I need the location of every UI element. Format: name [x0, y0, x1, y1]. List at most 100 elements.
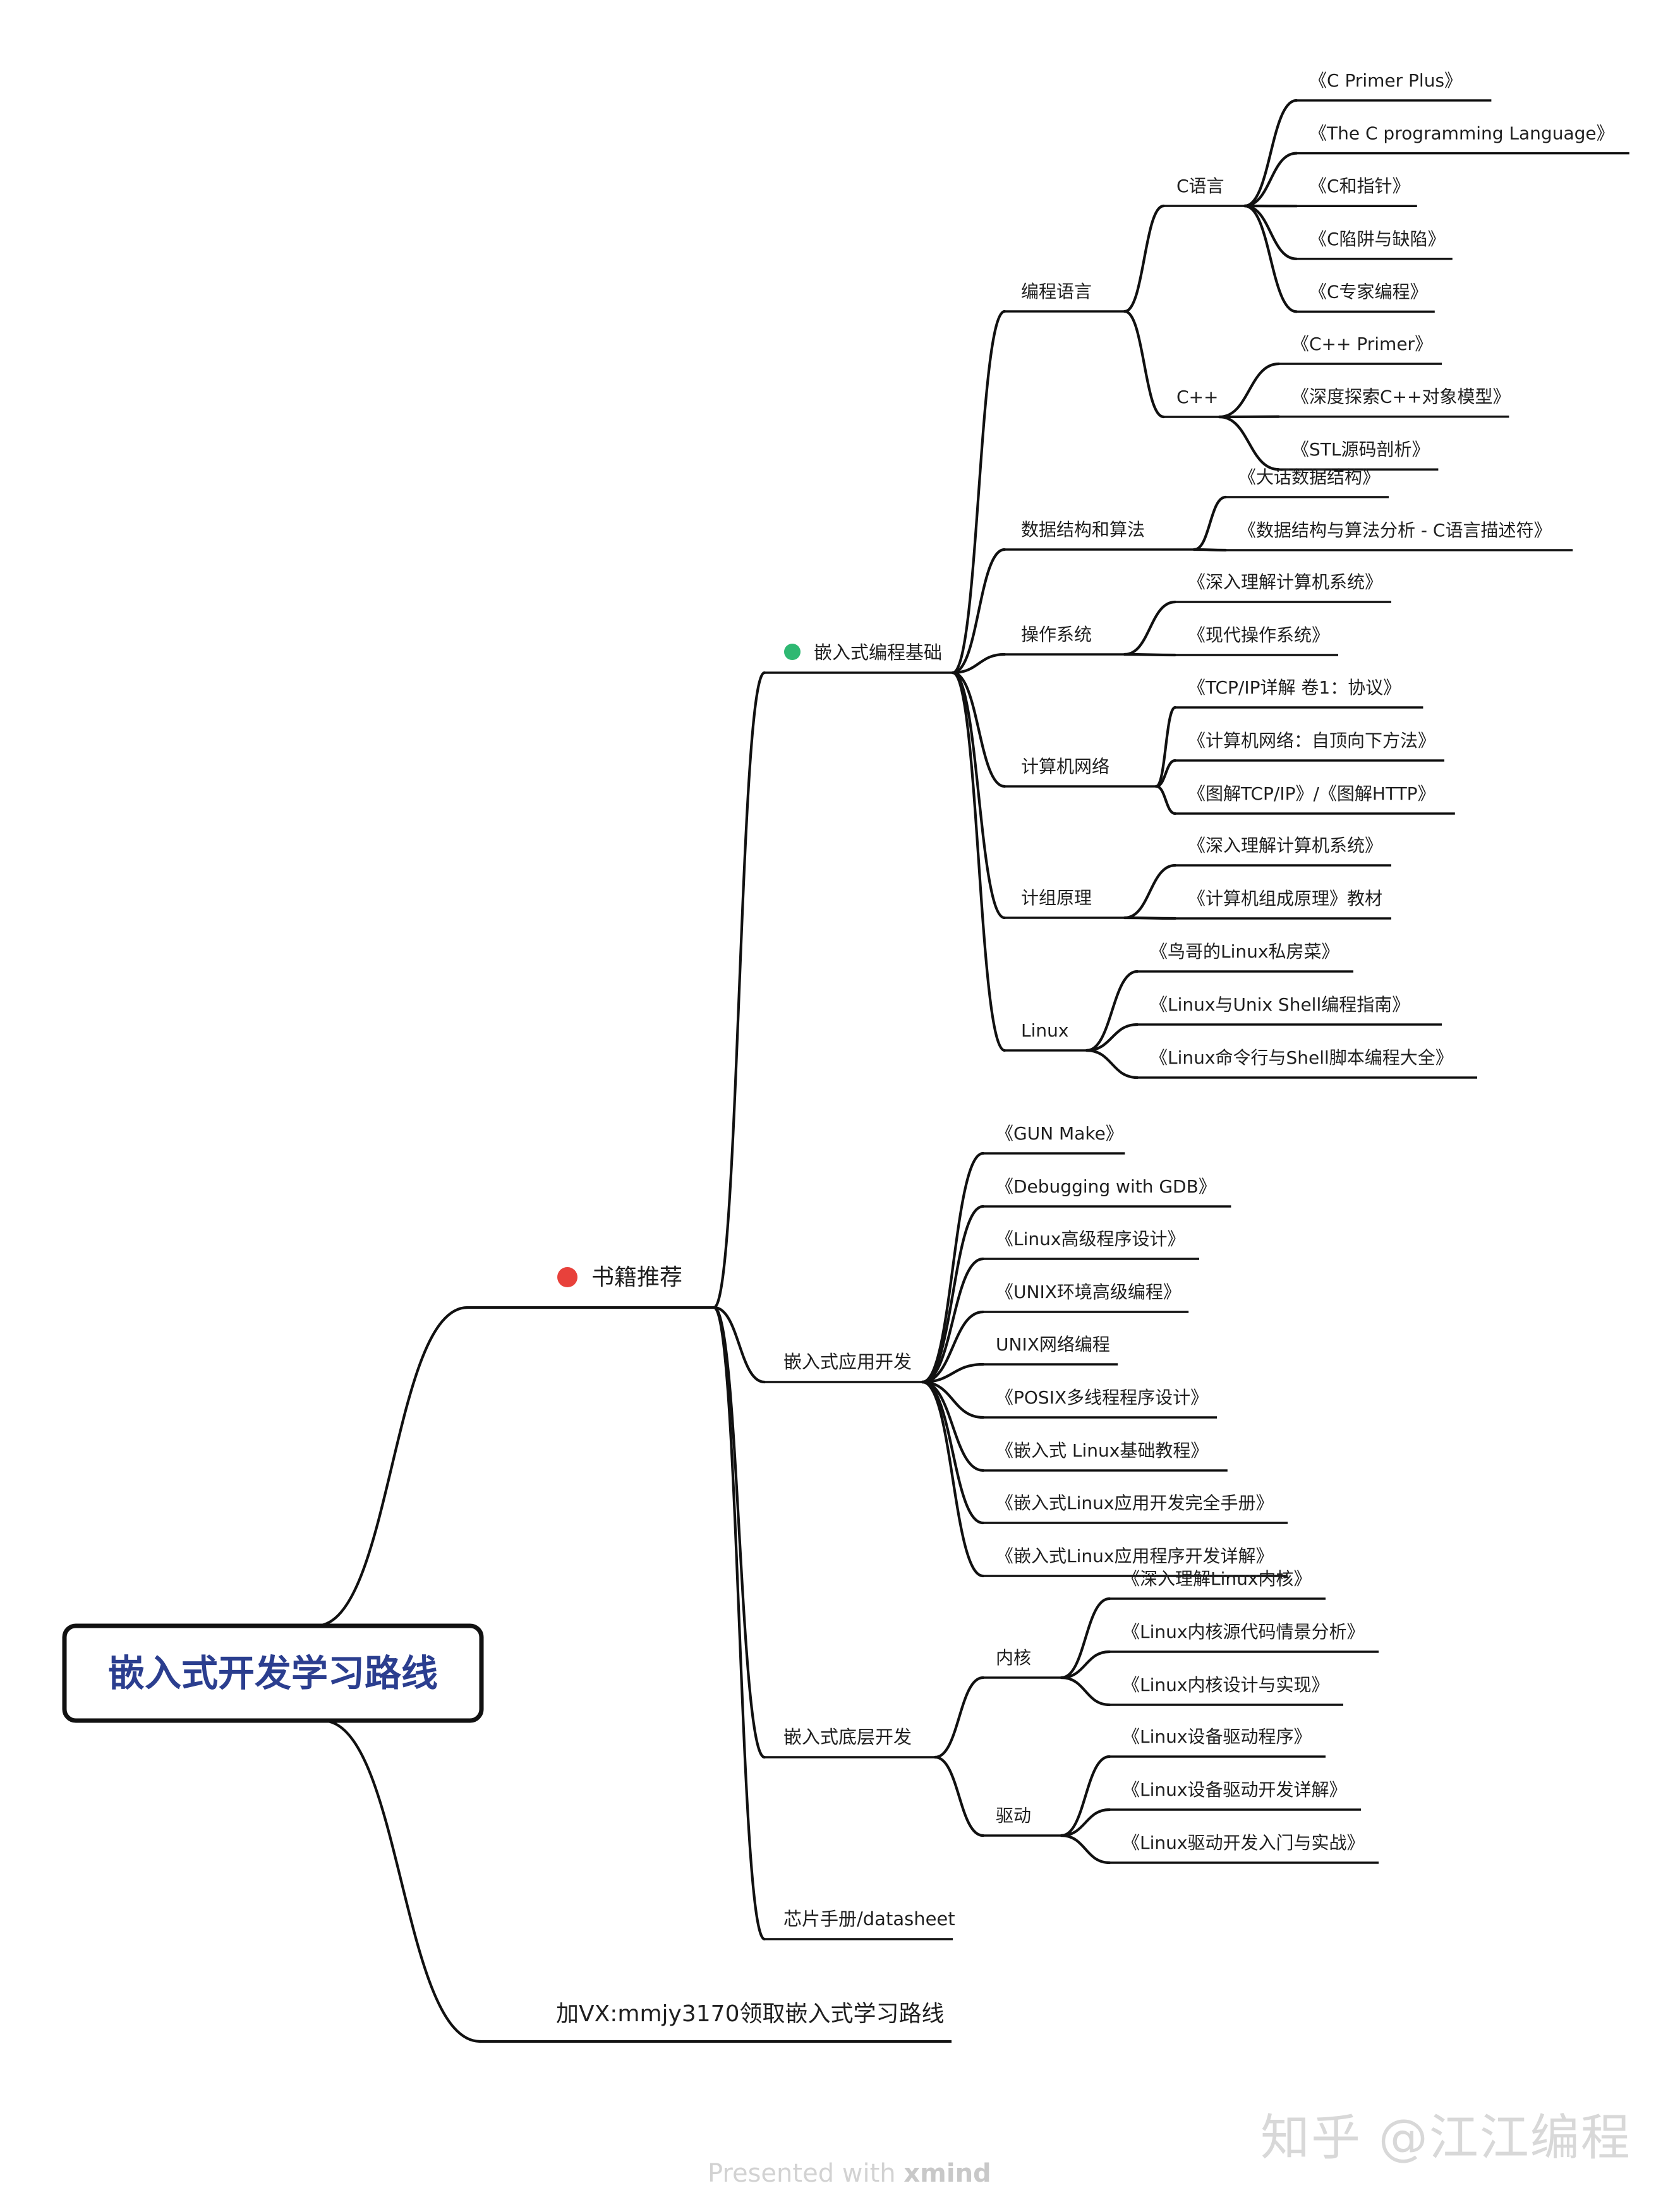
- app-dev-book-1: 《Debugging with GDB》: [996, 1176, 1216, 1197]
- edge-kernel-book-0: [1060, 1597, 1111, 1680]
- underline-layer: [468, 99, 1629, 2043]
- edge-operating-systems-book-0: [1123, 600, 1177, 656]
- edge-books-to-category-embedded-app-dev: [712, 1306, 766, 1384]
- edge-c-language-book-1: [1243, 152, 1298, 208]
- edge-basics-to-computer-organization: [951, 671, 1006, 920]
- edge-app-dev-book-4: [921, 1362, 985, 1384]
- computer-networks: 计算机网络: [1021, 756, 1109, 777]
- c-language-book-2: 《C和指针》: [1309, 176, 1410, 196]
- branch-books: 书籍推荐: [591, 1265, 682, 1290]
- edge-app-dev-book-6: [921, 1380, 985, 1472]
- edge-root-to-books: [314, 1306, 469, 1628]
- root-node-box: [62, 1623, 484, 1723]
- c-language-book-3: 《C陷阱与缺陷》: [1309, 229, 1446, 249]
- c-language-book-4: 《C专家编程》: [1309, 281, 1428, 302]
- watermark: 知乎 @江江编程: [1260, 2110, 1631, 2167]
- edge-app-dev-book-2: [921, 1257, 985, 1384]
- data-structures-algorithms: 数据结构和算法: [1021, 519, 1145, 540]
- branch-contact: 加VX:mmjy3170领取嵌入式学习路线: [556, 2001, 944, 2027]
- red-marker-icon: [557, 1267, 577, 1287]
- data-structures-algorithms-book-0: 《大话数据结构》: [1238, 467, 1380, 488]
- computer-networks-book-0: 《TCP/IP详解 卷1：协议》: [1188, 677, 1401, 698]
- category-embedded-app-dev: 嵌入式应用开发: [783, 1351, 912, 1373]
- linux-book-1: 《Linux与Unix Shell编程指南》: [1150, 994, 1410, 1015]
- edge-data-structures-algorithms-book-0: [1192, 495, 1228, 551]
- app-dev-book-7: 《嵌入式Linux应用开发完全手册》: [996, 1493, 1273, 1513]
- category-embedded-basics: 嵌入式编程基础: [814, 642, 942, 663]
- driver: 驱动: [996, 1805, 1031, 1826]
- edge-basics-to-programming-languages: [951, 310, 1006, 675]
- edge-app-dev-book-7: [921, 1380, 985, 1525]
- edge-basics-to-operating-systems: [951, 652, 1006, 675]
- edge-kernel-book-1: [1060, 1650, 1111, 1680]
- computer-organization-book-1: 《计算机组成原理》教材: [1188, 888, 1382, 909]
- edge-c-language-book-0: [1243, 99, 1298, 208]
- app-dev-book-4: UNIX网络编程: [996, 1334, 1110, 1355]
- edge-computer-networks-book-2: [1154, 784, 1177, 815]
- app-dev-book-2: 《Linux高级程序设计》: [996, 1229, 1185, 1249]
- c-language: C语言: [1176, 176, 1224, 196]
- cpp-book-1: 《深度探索C++对象模型》: [1291, 387, 1510, 407]
- edge-cpp-book-0: [1218, 362, 1281, 419]
- edge-c-language-book-4: [1243, 204, 1298, 313]
- edge-app-dev-book-1: [921, 1205, 985, 1384]
- edge-computer-organization-book-0: [1123, 863, 1177, 920]
- operating-systems-book-0: 《深入理解计算机系统》: [1188, 572, 1382, 592]
- edge-c-language-book-3: [1243, 204, 1298, 260]
- operating-systems: 操作系统: [1021, 624, 1092, 645]
- linux-book-2: 《Linux命令行与Shell脚本编程大全》: [1150, 1047, 1453, 1068]
- xmind-credit: Presented with xmind: [708, 2159, 991, 2188]
- edge-driver-book-2: [1060, 1834, 1111, 1865]
- c-language-book-1: 《The C programming Language》: [1309, 123, 1614, 144]
- programming-languages: 编程语言: [1021, 281, 1092, 302]
- cpp: C++: [1176, 387, 1218, 407]
- edge-linux-book-2: [1085, 1049, 1139, 1079]
- operating-systems-book-1: 《现代操作系统》: [1188, 625, 1329, 646]
- edge-driver-book-0: [1060, 1755, 1111, 1837]
- category-chip-datasheet: 芯片手册/datasheet: [783, 1908, 955, 1930]
- edge-low-level-to-kernel: [933, 1676, 985, 1759]
- kernel: 内核: [996, 1647, 1031, 1668]
- edge-low-level-to-driver: [933, 1755, 985, 1837]
- edge-books-to-category-embedded-basics: [712, 671, 766, 1309]
- edge-linux-book-1: [1085, 1023, 1139, 1052]
- kernel-book-1: 《Linux内核源代码情景分析》: [1122, 1621, 1364, 1642]
- app-dev-book-3: 《UNIX环境高级编程》: [996, 1282, 1181, 1302]
- edge-operating-systems-book-1: [1123, 652, 1177, 657]
- kernel-book-2: 《Linux内核设计与实现》: [1122, 1674, 1329, 1695]
- edge-app-dev-book-8: [921, 1380, 985, 1578]
- edge-root-to-contact: [320, 1719, 482, 2043]
- edge-basics-to-computer-networks: [951, 671, 1006, 788]
- computer-organization: 计组原理: [1021, 887, 1092, 908]
- credit-brand: xmind: [904, 2159, 991, 2188]
- kernel-book-0: 《深入理解Linux内核》: [1122, 1568, 1311, 1589]
- edge-basics-to-data-structures-algorithms: [951, 548, 1006, 675]
- green-marker-icon: [784, 644, 801, 660]
- credit-prefix: Presented with: [708, 2159, 904, 2188]
- edge-books-to-category-chip-datasheet: [712, 1306, 766, 1941]
- computer-networks-book-1: 《计算机网络：自顶向下方法》: [1188, 730, 1435, 751]
- edge-cpp: [1123, 310, 1166, 419]
- edge-app-dev-book-5: [921, 1380, 985, 1419]
- edge-linux-book-0: [1085, 970, 1139, 1052]
- edge-basics-to-linux: [951, 671, 1006, 1052]
- edge-books-to-category-embedded-low-level: [712, 1306, 766, 1759]
- edge-driver-book-1: [1060, 1808, 1111, 1837]
- app-dev-book-0: 《GUN Make》: [996, 1123, 1123, 1144]
- data-structures-algorithms-book-1: 《数据结构与算法分析 - C语言描述符》: [1238, 520, 1551, 541]
- category-embedded-low-level: 嵌入式底层开发: [783, 1726, 912, 1748]
- edge-cpp-book-2: [1218, 415, 1281, 471]
- computer-organization-book-0: 《深入理解计算机系统》: [1188, 835, 1382, 856]
- driver-book-2: 《Linux驱动开发入门与实战》: [1122, 1832, 1364, 1853]
- edge-c-language: [1123, 204, 1166, 313]
- computer-networks-book-2: 《图解TCP/IP》/《图解HTTP》: [1188, 783, 1435, 804]
- app-dev-book-6: 《嵌入式 Linux基础教程》: [996, 1440, 1208, 1461]
- edge-computer-networks-book-0: [1154, 706, 1177, 788]
- driver-book-0: 《Linux设备驱动程序》: [1122, 1726, 1311, 1747]
- edge-app-dev-book-3: [921, 1310, 985, 1384]
- app-dev-book-5: 《POSIX多线程程序设计》: [996, 1387, 1208, 1408]
- root-node-label: 嵌入式开发学习路线: [108, 1652, 438, 1695]
- linux: Linux: [1021, 1020, 1068, 1041]
- edge-kernel-book-2: [1060, 1676, 1111, 1707]
